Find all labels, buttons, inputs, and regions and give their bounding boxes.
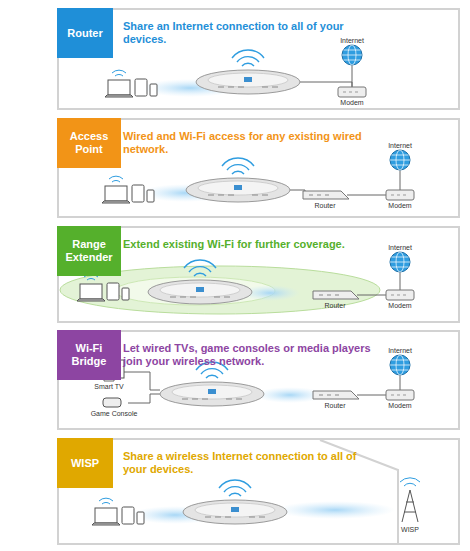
device-label: WISP	[401, 526, 419, 533]
device-label: Router	[324, 302, 345, 309]
device-label: Router	[314, 202, 335, 209]
mode-panel: Share an Internet connection to all of y…	[57, 8, 460, 110]
device-label: Modem	[388, 402, 411, 409]
mode-panel: Share a wireless Internet connection to …	[57, 438, 460, 545]
device-label: Smart TV	[94, 383, 123, 390]
mode-description: Wired and Wi-Fi access for any existing …	[123, 130, 373, 156]
device-label: Modem	[388, 202, 411, 209]
mode-name: Wi-Fi Bridge	[57, 342, 121, 368]
mode-description: Let wired TVs, game consoles or media pl…	[123, 342, 373, 368]
device-label: Modem	[388, 302, 411, 309]
mode-name: Range Extender	[57, 238, 121, 264]
mode-label-box: Wi-Fi Bridge	[57, 330, 121, 380]
mode-description: Share an Internet connection to all of y…	[123, 20, 373, 46]
mode-description: Share a wireless Internet connection to …	[123, 450, 373, 476]
device-label: Internet	[388, 142, 412, 149]
device-label: Internet	[340, 37, 364, 44]
mode-name: Access Point	[57, 130, 121, 156]
device-label: Router	[324, 402, 345, 409]
mode-label-box: Router	[57, 8, 113, 58]
mode-name: Router	[67, 27, 102, 40]
mode-label-box: WISP	[57, 438, 113, 488]
device-label: Internet	[388, 347, 412, 354]
device-label: Game Console	[91, 410, 138, 417]
mode-name: WISP	[71, 457, 99, 470]
mode-label-box: Access Point	[57, 118, 121, 168]
mode-description: Extend existing Wi-Fi for further covera…	[123, 238, 373, 251]
device-label: Modem	[340, 99, 363, 106]
device-label: Internet	[388, 244, 412, 251]
mode-label-box: Range Extender	[57, 226, 121, 276]
